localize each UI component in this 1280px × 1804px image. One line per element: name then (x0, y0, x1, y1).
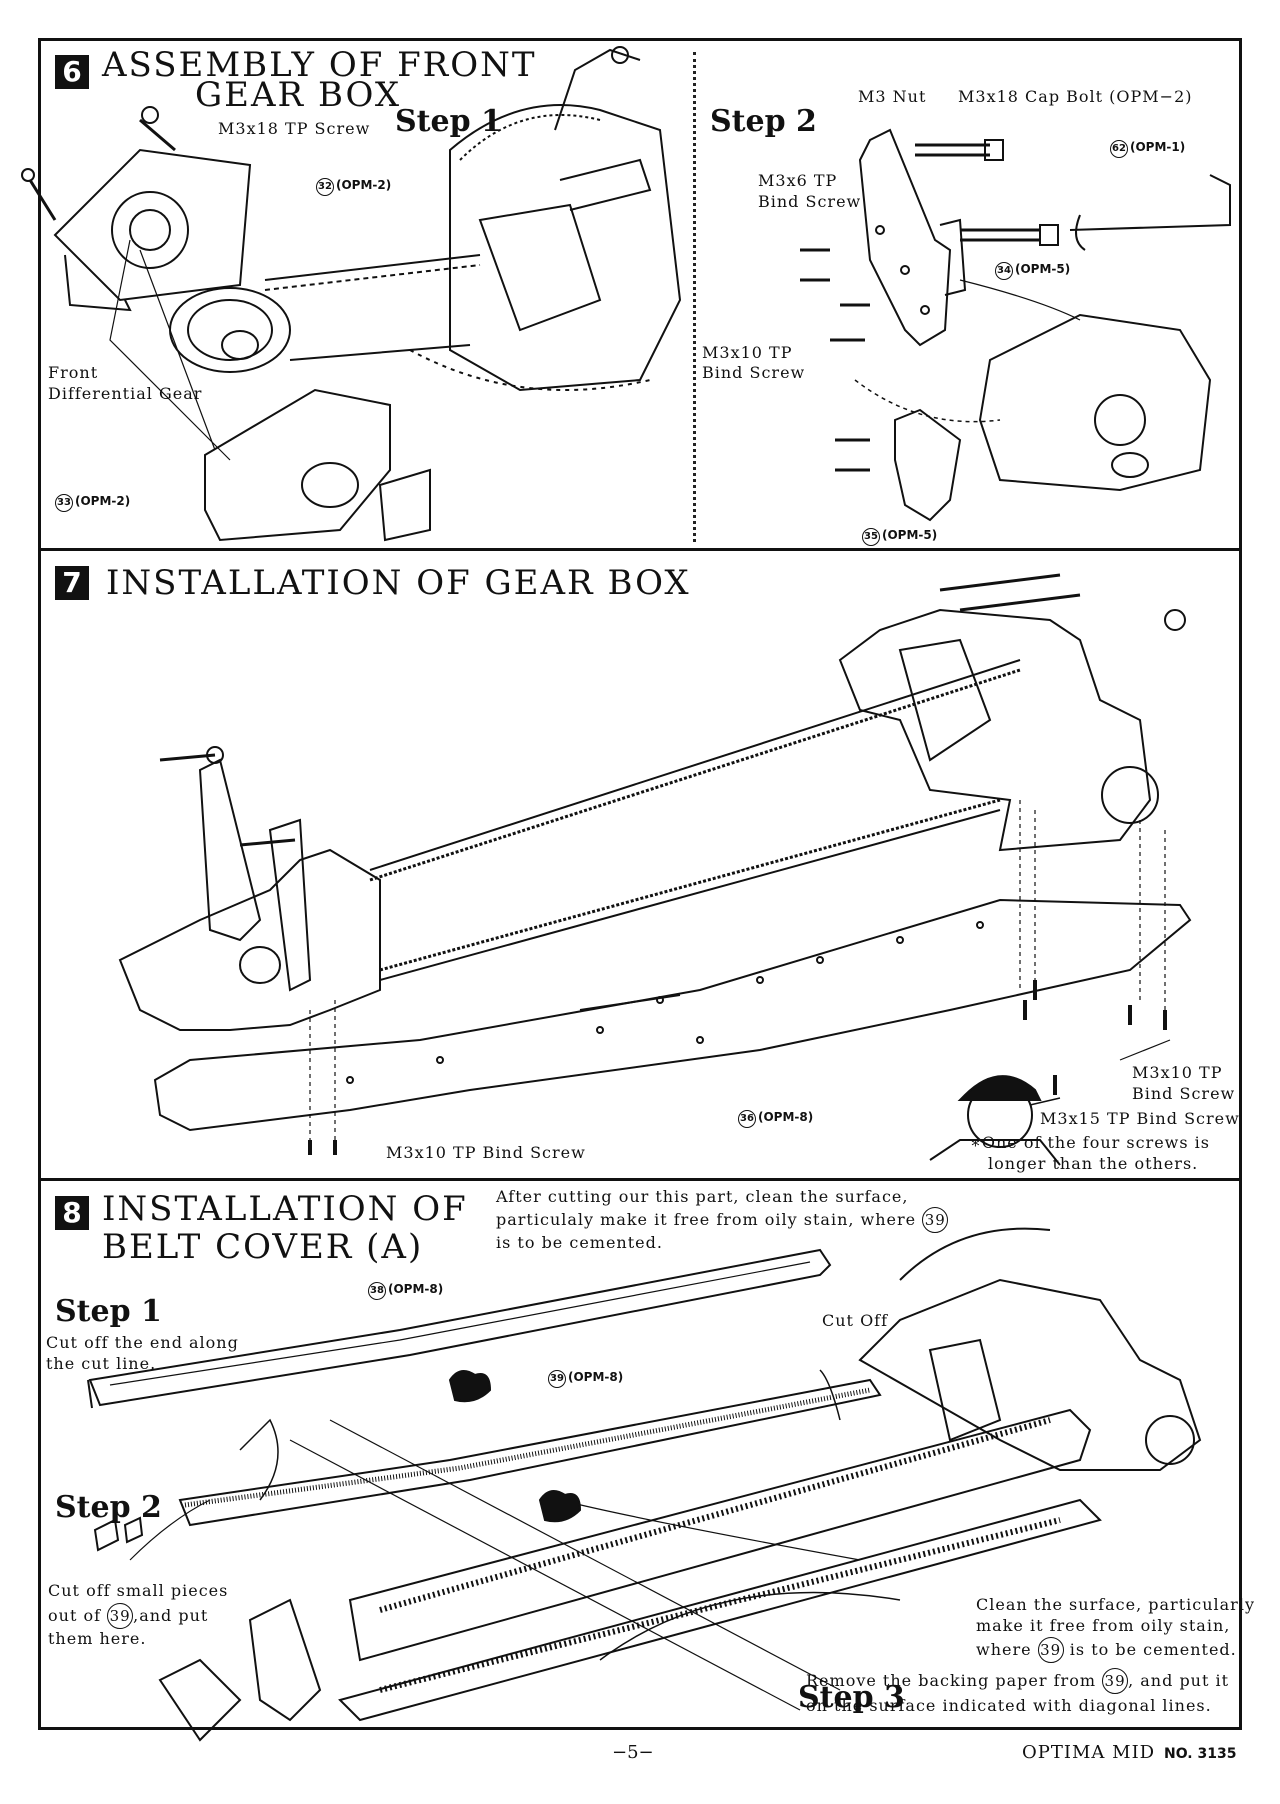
part-39-code: (OPM-8) (568, 1370, 624, 1384)
section-divider-8 (38, 1178, 1242, 1181)
label-remove-circle: 39 (1102, 1668, 1129, 1694)
section-8-step1: Step 1 (55, 1294, 162, 1329)
part-35-number: 35 (862, 528, 880, 546)
part-34-number: 34 (995, 262, 1013, 280)
footer-doc-number: NO. 3135 (1164, 1746, 1237, 1762)
part-36-code: (OPM-8) (758, 1110, 814, 1124)
label-note-1: ∗One of the four screws is (970, 1133, 1210, 1152)
section-6-title-line1: ASSEMBLY OF FRONT (102, 45, 537, 85)
label-step2-circle: 39 (107, 1603, 134, 1629)
label-clean-circle: 39 (1037, 1637, 1064, 1663)
part-36: 36(OPM-8) (738, 1110, 813, 1128)
label-top-note-1: After cutting our this part, clean the s… (496, 1187, 909, 1206)
part-33-number: 33 (55, 494, 73, 512)
label-step2-2a: out of (48, 1606, 102, 1625)
section-8-title-line2: BELT COVER (A) (102, 1227, 424, 1267)
label-remove-1a: Remove the backing paper from (806, 1671, 1096, 1690)
label-remove-2: on the surface indicated with diagonal l… (806, 1696, 1212, 1715)
section-6-number: 6 (55, 55, 89, 89)
label-top-note-3: is to be cemented. (496, 1233, 663, 1252)
label-step1-2: the cut line. (46, 1354, 157, 1373)
belt-cover-illustration (87, 1227, 1202, 1742)
label-step2-2b: ,and put (133, 1606, 209, 1625)
label-m3x15: M3x15 TP Bind Screw (1040, 1109, 1240, 1128)
part-32: 32(OPM-2) (316, 178, 391, 196)
part-32-code: (OPM-2) (336, 178, 392, 192)
section-8-step2: Step 2 (55, 1490, 162, 1525)
part-39-number: 39 (548, 1370, 566, 1388)
label-step2-3: them here. (48, 1629, 147, 1648)
page-frame (38, 38, 1242, 1730)
label-m3x6-2: Bind Screw (758, 192, 862, 211)
part-32-number: 32 (316, 178, 334, 196)
part-34: 34(OPM-5) (995, 262, 1070, 280)
label-top-note-2: particulaly make it free from oily stain… (496, 1207, 949, 1233)
label-clean-1: Clean the surface, particularly (976, 1595, 1255, 1614)
part-33: 33(OPM-2) (55, 494, 130, 512)
part-33-code: (OPM-2) (75, 494, 131, 508)
part-38: 38(OPM-8) (368, 1282, 443, 1300)
label-top-note-2-text: particulaly make it free from oily stain… (496, 1210, 917, 1229)
label-m3x10-2: Bind Screw (702, 363, 806, 382)
label-m3-nut: M3 Nut (858, 87, 927, 106)
label-clean-3: where 39 is to be cemented. (976, 1637, 1237, 1663)
part-38-code: (OPM-8) (388, 1282, 444, 1296)
label-cut-off: Cut Off (822, 1311, 889, 1330)
part-35: 35(OPM-5) (862, 528, 937, 546)
label-m3x18-tp-screw: M3x18 TP Screw (218, 119, 371, 138)
section-6-step2: Step 2 (710, 104, 817, 139)
label-clean-3a: where (976, 1640, 1032, 1659)
label-front-diff-1: Front (48, 363, 99, 382)
section-8-title-line1: INSTALLATION OF (102, 1189, 468, 1229)
section-7-number: 7 (55, 566, 89, 600)
front-gearbox-illustration (21, 46, 682, 542)
label-clean-3b: is to be cemented. (1069, 1640, 1237, 1659)
label-step2-2: out of 39,and put (48, 1603, 208, 1629)
label-front-diff-2: Differential Gear (48, 384, 203, 403)
label-m3x6-1: M3x6 TP (758, 171, 838, 190)
part-36-number: 36 (738, 1110, 756, 1128)
section-6-title-line2: GEAR BOX (195, 75, 402, 115)
label-m3x10-bottom: M3x10 TP Bind Screw (386, 1143, 586, 1162)
part-34-code: (OPM-5) (1015, 262, 1071, 276)
label-note-2: longer than the others. (988, 1154, 1199, 1173)
label-remove-1: Remove the backing paper from 39, and pu… (806, 1668, 1229, 1694)
part-39: 39(OPM-8) (548, 1370, 623, 1388)
label-m3x10-1: M3x10 TP (702, 343, 793, 362)
part-35-code: (OPM-5) (882, 528, 938, 542)
label-step2-1: Cut off small pieces (48, 1581, 229, 1600)
label-clean-2: make it free from oily stain, (976, 1616, 1231, 1635)
part-62: 62(OPM-1) (1110, 140, 1185, 158)
label-m3x10-bind-2: Bind Screw (1132, 1084, 1236, 1103)
label-remove-1b: , and put it (1128, 1671, 1230, 1690)
page-number: −5− (612, 1742, 654, 1763)
section-7-title: INSTALLATION OF GEAR BOX (106, 563, 691, 603)
section-8-step3: Step 3 (798, 1680, 905, 1715)
chassis-gearbox-illustration (118, 573, 1192, 1166)
section-divider-7 (38, 548, 1242, 551)
part-62-number: 62 (1110, 140, 1128, 158)
section-6-step1: Step 1 (395, 104, 502, 139)
gearbox-plates-illustration (800, 128, 1231, 522)
label-m3x10-bind-1: M3x10 TP (1132, 1063, 1223, 1082)
footer-model: OPTIMA MID (1022, 1742, 1156, 1763)
part-62-code: (OPM-1) (1130, 140, 1186, 154)
step-divider (693, 52, 696, 542)
part-38-number: 38 (368, 1282, 386, 1300)
label-top-note-circle: 39 (922, 1207, 949, 1233)
label-step1-1: Cut off the end along (46, 1333, 239, 1352)
section-8-number: 8 (55, 1196, 89, 1230)
label-cap-bolt: M3x18 Cap Bolt (OPM−2) (958, 87, 1193, 106)
